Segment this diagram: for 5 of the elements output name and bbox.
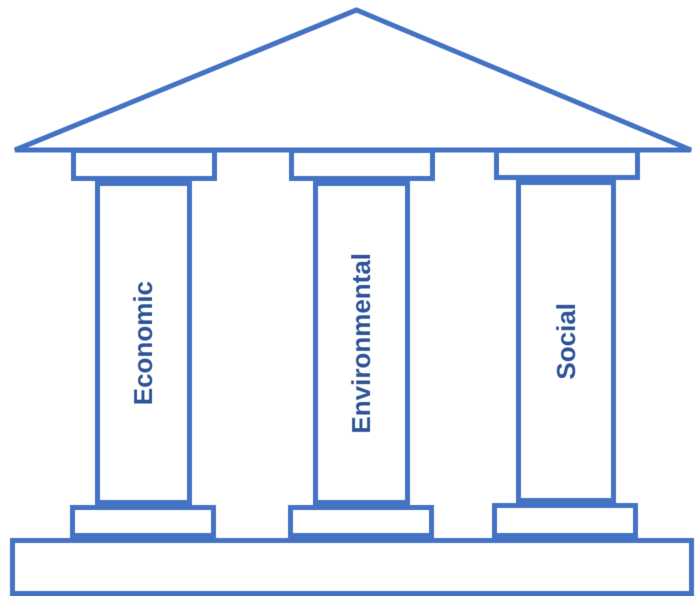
pillar-label: Social	[550, 303, 582, 380]
pillar-label: Economic	[128, 280, 159, 406]
roof-triangle	[12, 6, 694, 153]
base-platform	[10, 538, 694, 596]
pillar-label: Environmental	[346, 252, 377, 434]
